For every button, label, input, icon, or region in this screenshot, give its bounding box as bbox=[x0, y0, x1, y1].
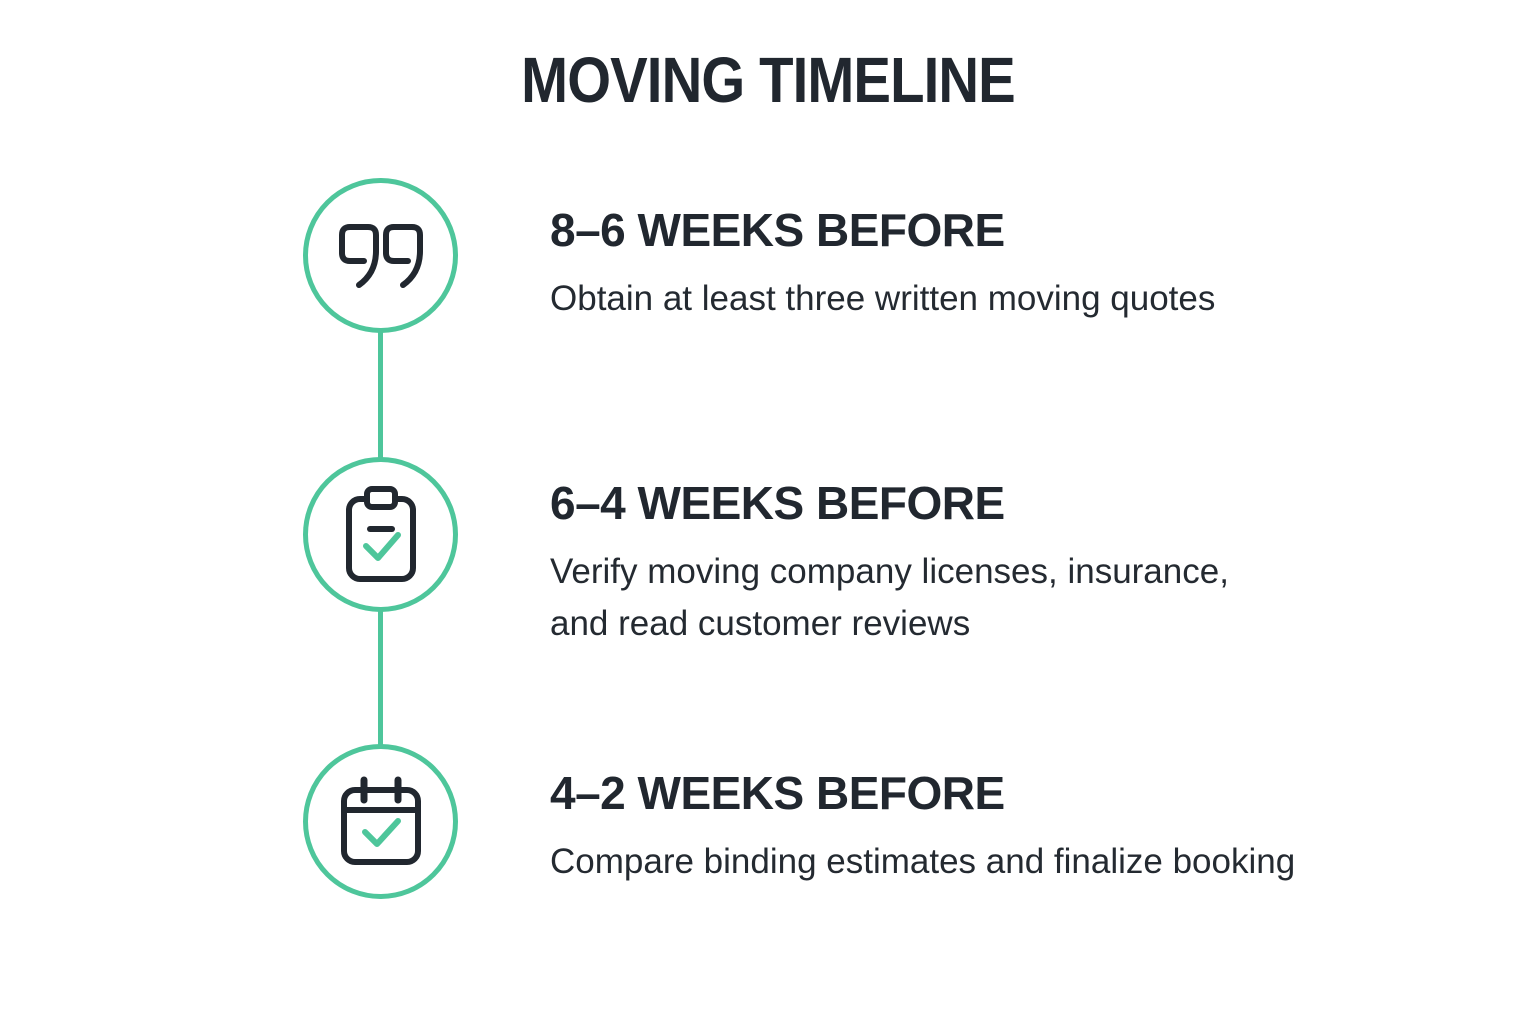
calendar-check-icon bbox=[340, 776, 421, 865]
timeline-node-1 bbox=[303, 178, 458, 333]
timeline-node-2 bbox=[303, 457, 458, 612]
clipboard-check-icon bbox=[345, 485, 416, 582]
timeline-node-3 bbox=[303, 744, 458, 899]
item-2-heading: 6–4 WEEKS BEFORE bbox=[550, 477, 1005, 529]
item-2-description: Verify moving company licenses, insuranc… bbox=[550, 552, 1229, 643]
timeline-item-1: 8–6 WEEKS BEFORE Obtain at least three w… bbox=[550, 205, 1215, 325]
quotation-marks-icon bbox=[338, 223, 423, 288]
item-3-heading: 4–2 WEEKS BEFORE bbox=[550, 767, 1005, 819]
item-3-description: Compare binding estimates and finalize b… bbox=[550, 842, 1296, 881]
item-1-heading: 8–6 WEEKS BEFORE bbox=[550, 204, 1005, 256]
page-title: MOVING TIMELINE bbox=[521, 44, 1016, 116]
timeline-item-3: 4–2 WEEKS BEFORE Compare binding estimat… bbox=[550, 768, 1295, 888]
item-1-description: Obtain at least three written moving quo… bbox=[550, 279, 1216, 318]
timeline-item-2: 6–4 WEEKS BEFORE Verify moving company l… bbox=[550, 478, 1229, 650]
